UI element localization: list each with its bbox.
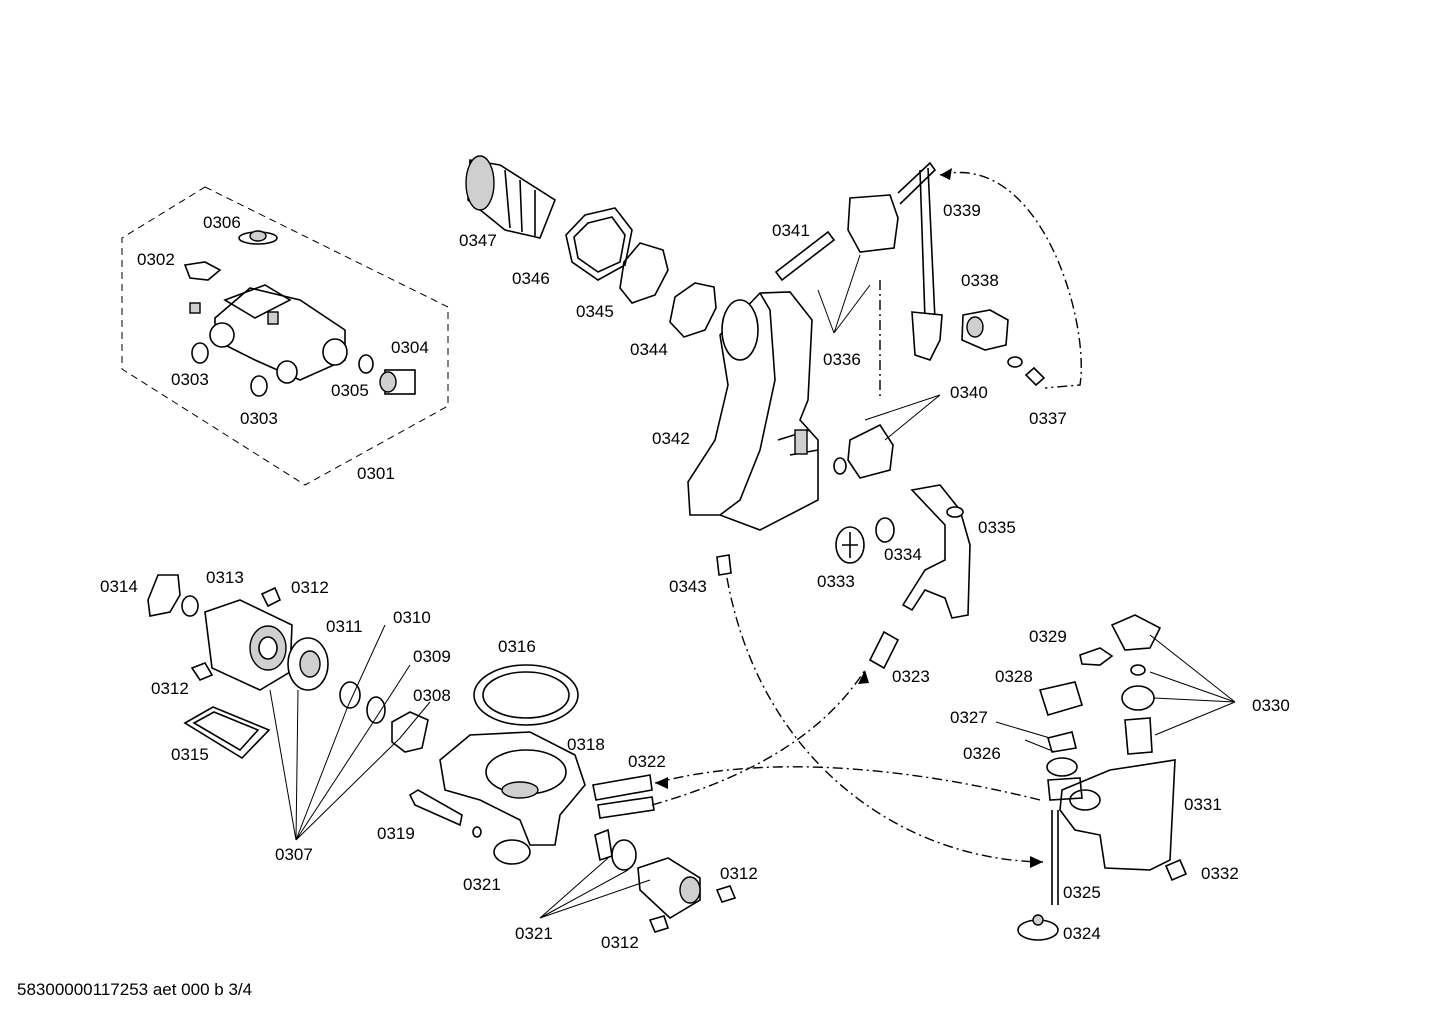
- part-0316-ring: [473, 664, 579, 726]
- part-0344-ring: [669, 282, 717, 338]
- label-0341: 0341: [772, 221, 810, 240]
- part-0309-ring: [366, 696, 386, 724]
- label-0322: 0322: [628, 752, 666, 771]
- part-0328-bracket: [1038, 681, 1084, 716]
- label-0339: 0339: [943, 201, 981, 220]
- label-0346: 0346: [512, 269, 550, 288]
- label-0312d: 0312: [601, 933, 639, 952]
- label-0327: 0327: [950, 708, 988, 727]
- label-0326: 0326: [963, 744, 1001, 763]
- label-0343: 0343: [669, 577, 707, 596]
- part-0335-tube: [901, 484, 971, 619]
- label-0335: 0335: [978, 518, 1016, 537]
- label-0311: 0311: [326, 617, 363, 636]
- label-0328: 0328: [995, 667, 1033, 686]
- label-0333: 0333: [817, 572, 855, 591]
- label-0331: 0331: [1184, 795, 1222, 814]
- label-0319: 0319: [377, 824, 415, 843]
- label-0340: 0340: [950, 383, 988, 402]
- label-0307: 0307: [275, 845, 313, 864]
- label-0332: 0332: [1201, 864, 1239, 883]
- part-0321-rings: [594, 828, 637, 871]
- label-0306: 0306: [203, 213, 241, 232]
- label-0310: 0310: [393, 608, 431, 627]
- part-0327-spring: [1047, 731, 1077, 753]
- label-0337: 0337: [1029, 409, 1067, 428]
- part-0325-float-rod: [1051, 810, 1059, 905]
- part-0312-screw-b: [190, 662, 214, 681]
- label-0312b: 0312: [151, 679, 189, 698]
- document-id: 58300000117253 aet 000 b 3/4: [17, 980, 253, 999]
- label-0308: 0308: [413, 686, 451, 705]
- part-0338-solenoid: [961, 309, 1046, 387]
- label-0313: 0313: [206, 568, 244, 587]
- part-0321-pump: [637, 857, 701, 919]
- label-0312a: 0312: [291, 578, 329, 597]
- part-0326-disc: [1046, 757, 1078, 777]
- label-0321b: 0321: [515, 924, 553, 943]
- part-0347-filter: [465, 155, 556, 239]
- label-0334: 0334: [884, 545, 922, 564]
- part-0322-hoses: [592, 774, 655, 819]
- leader-lines: [269, 254, 1236, 919]
- part-0319-tube: [408, 789, 482, 838]
- connection-lines: [651, 168, 1082, 868]
- part-0313-ring: [181, 595, 199, 617]
- part-0321-ring-a: [493, 839, 531, 865]
- label-0347: 0347: [459, 231, 497, 250]
- part-0313-motor: [204, 599, 293, 691]
- part-0314-bracket: [147, 574, 181, 617]
- part-0334-ring: [875, 517, 895, 543]
- heater-assembly-group: [121, 186, 449, 486]
- part-0312-screw-d: [648, 915, 670, 933]
- label-0338: 0338: [961, 271, 999, 290]
- label-0309: 0309: [413, 647, 451, 666]
- label-0303a: 0303: [171, 370, 209, 389]
- label-0344: 0344: [630, 340, 668, 359]
- part-0308-impeller: [391, 711, 429, 753]
- part-0312-screw-a: [260, 586, 282, 608]
- part-labels: 0301 0302 0303 0303 0304 0305 0306 0307 …: [100, 201, 1290, 952]
- part-0333-cap: [835, 526, 865, 564]
- label-0324: 0324: [1063, 924, 1101, 943]
- label-0302: 0302: [137, 250, 175, 269]
- part-0331-dispenser: [1047, 759, 1176, 871]
- part-0330-cap-stack: [1110, 614, 1162, 755]
- label-0316: 0316: [498, 637, 536, 656]
- part-0315-gasket: [183, 706, 271, 760]
- part-0339-valve: [847, 161, 943, 361]
- part-0324-float: [1017, 914, 1059, 941]
- part-0323-hose: [868, 630, 900, 670]
- label-0323: 0323: [892, 667, 930, 686]
- label-0318: 0318: [567, 735, 605, 754]
- label-0301: 0301: [357, 464, 395, 483]
- label-0315: 0315: [171, 745, 209, 764]
- label-0329: 0329: [1029, 627, 1067, 646]
- part-0343-tube: [716, 554, 732, 576]
- label-0305: 0305: [331, 381, 369, 400]
- part-0310-seal: [339, 681, 361, 709]
- part-0340-valve: [833, 423, 894, 479]
- label-0304: 0304: [391, 338, 429, 357]
- label-0312c: 0312: [720, 864, 758, 883]
- label-0321a: 0321: [463, 875, 501, 894]
- label-0325: 0325: [1063, 883, 1101, 902]
- part-0342-housing: [687, 291, 819, 531]
- part-0318-sump: [439, 731, 586, 846]
- part-0332-screw: [1164, 858, 1188, 882]
- part-0345-ring: [619, 242, 669, 304]
- label-0336: 0336: [823, 350, 861, 369]
- part-0311-cover: [287, 637, 329, 691]
- label-0342: 0342: [652, 429, 690, 448]
- label-0314: 0314: [100, 577, 138, 596]
- label-0303b: 0303: [240, 409, 278, 428]
- label-0330: 0330: [1252, 696, 1290, 715]
- part-0346-ring: [565, 207, 633, 281]
- part-0312-screw-c: [715, 885, 737, 903]
- part-0329-clip: [1079, 647, 1114, 666]
- label-0345: 0345: [576, 302, 614, 321]
- part-0341-hose: [774, 230, 836, 282]
